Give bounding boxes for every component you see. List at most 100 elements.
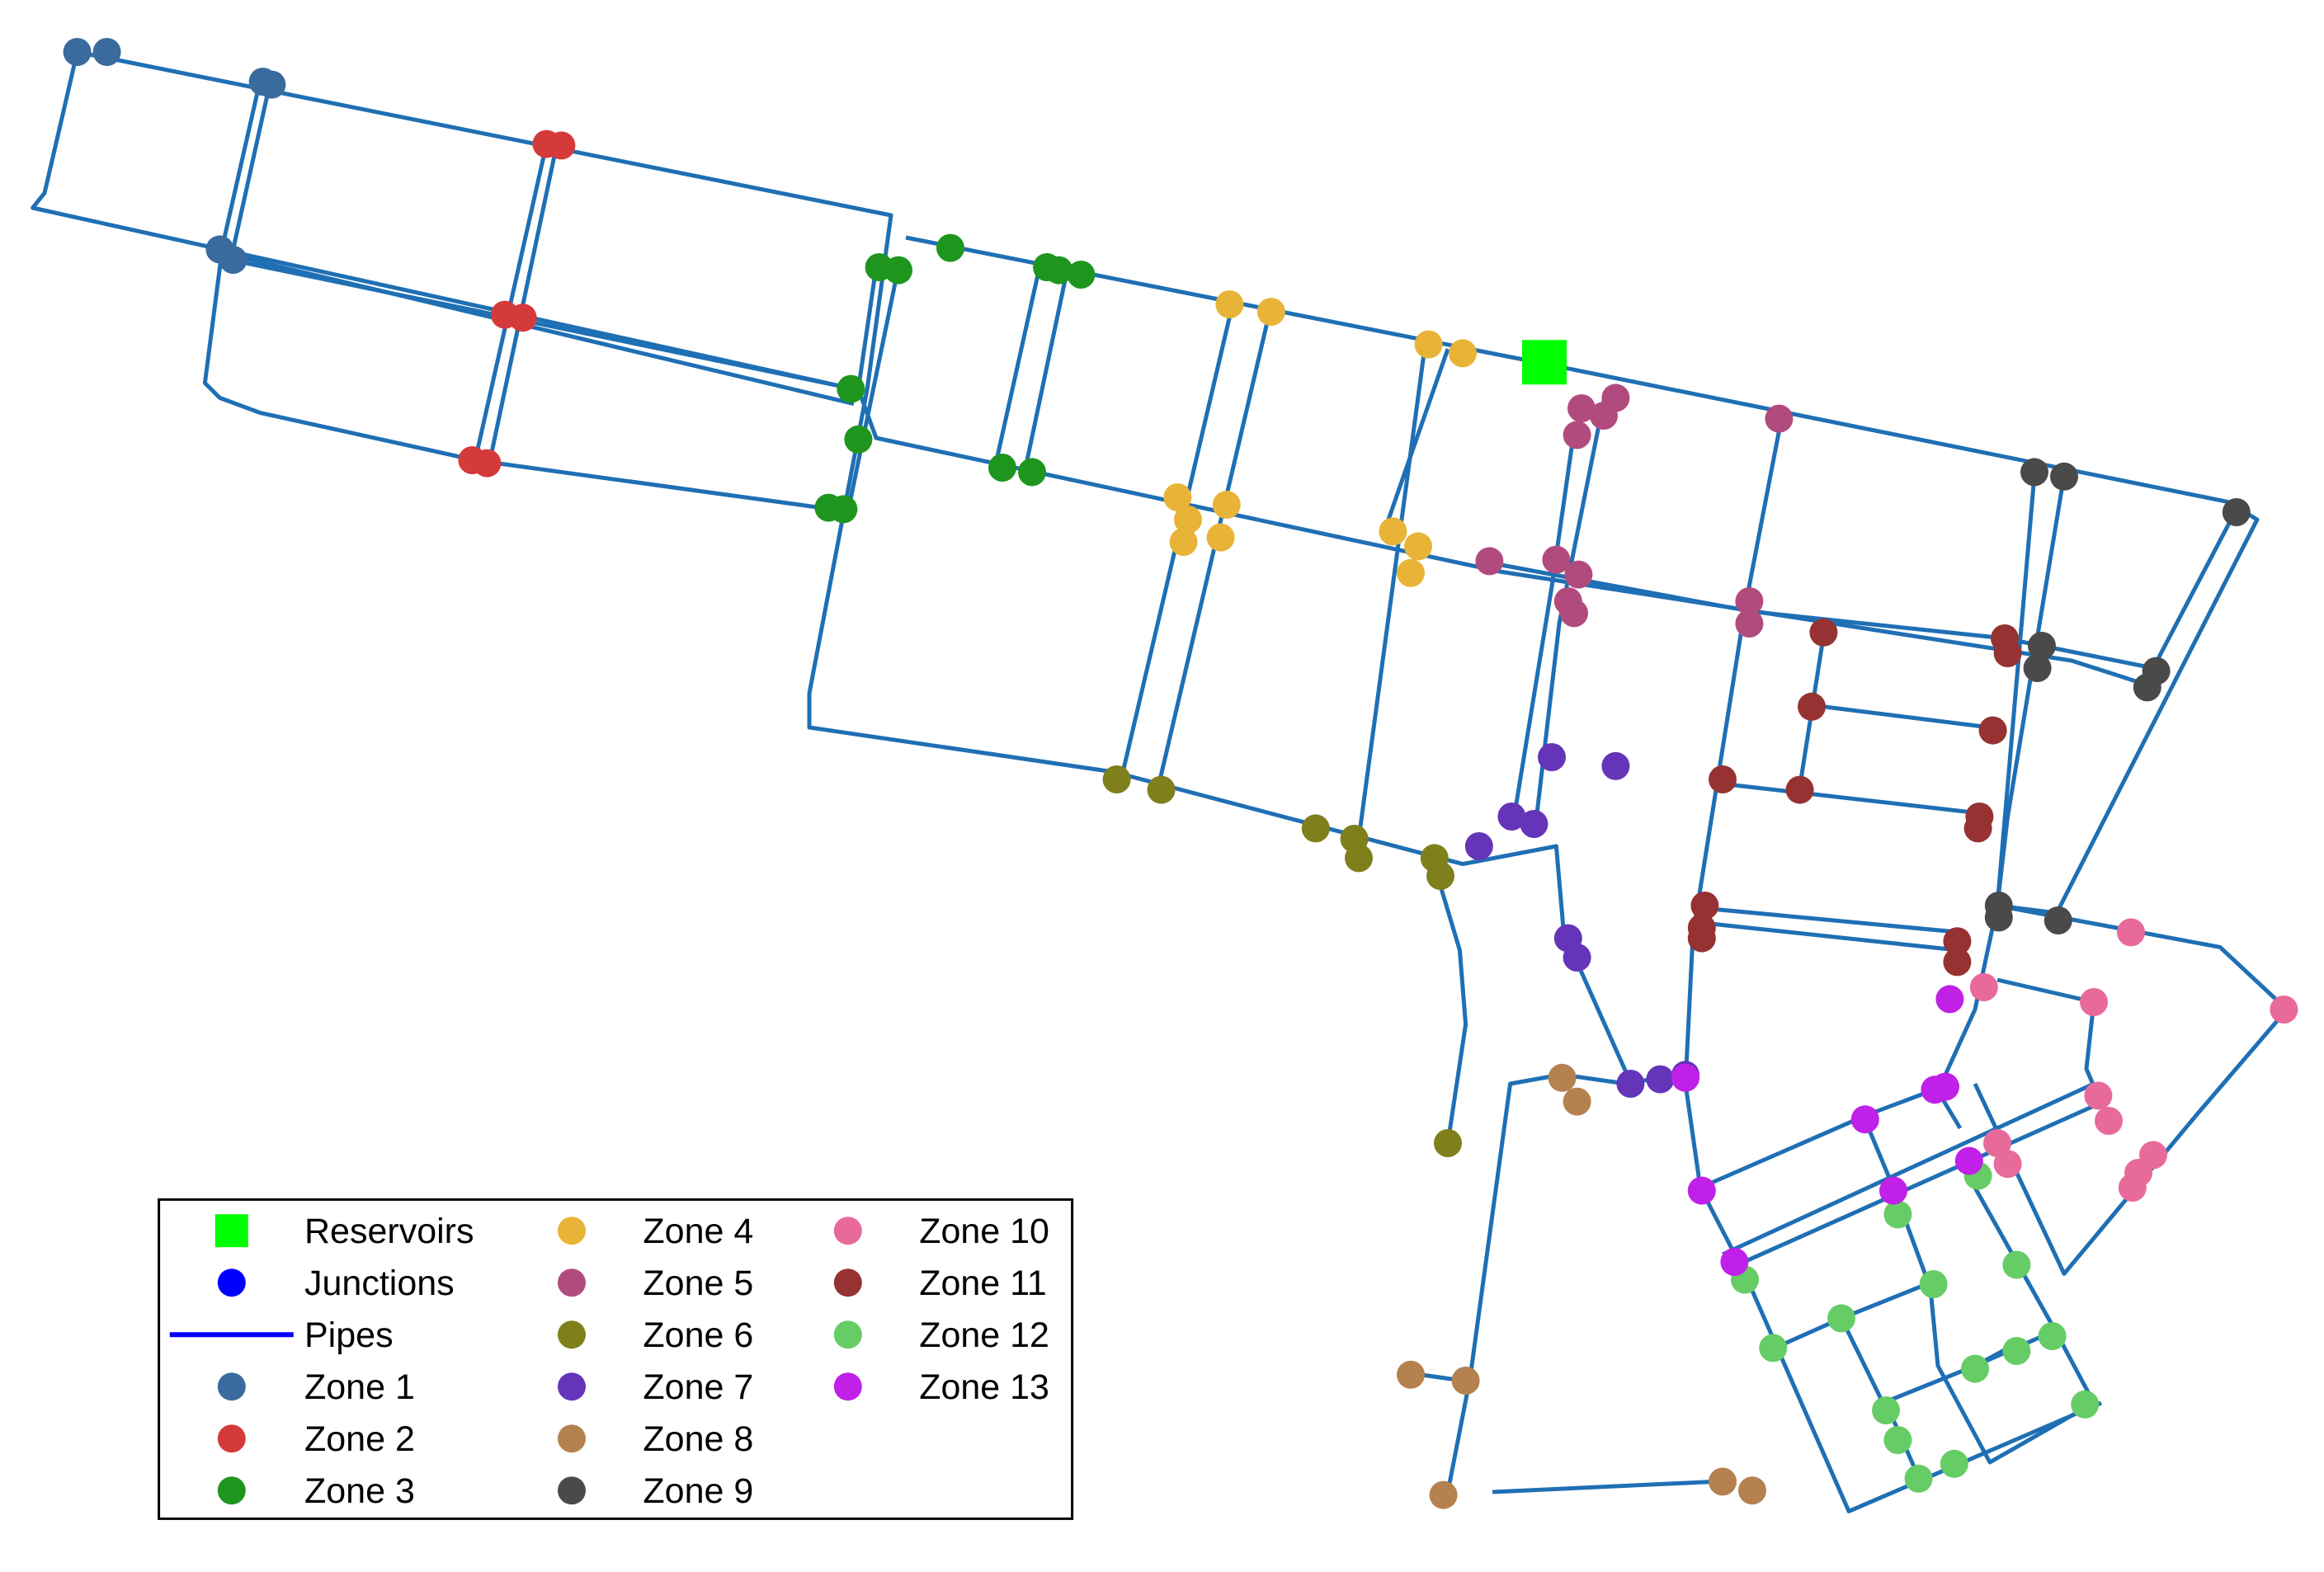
pipe-segment <box>1683 415 2102 1513</box>
zone-3-node <box>988 454 1016 482</box>
zone-13-node <box>1879 1176 1907 1205</box>
zone-13-node <box>1671 1063 1699 1092</box>
zone-5-node <box>1564 560 1593 589</box>
legend-label-zone-3: Zone 3 <box>304 1471 415 1511</box>
zone-10-node <box>2084 1081 2113 1110</box>
zone-9-node <box>1984 903 2013 932</box>
pipe-segment <box>1386 348 1450 520</box>
legend-marker-zone-3 <box>217 1476 246 1505</box>
junction-nodes <box>63 38 2298 1509</box>
pipe-segment <box>1022 274 1068 473</box>
legend-label-junctions: Junctions <box>304 1264 455 1303</box>
zone-4-node <box>1404 532 1432 561</box>
legend-marker-junctions <box>217 1268 246 1297</box>
zone-3-node <box>837 374 865 403</box>
zone-7-node <box>1497 802 1526 831</box>
zone-4-node <box>1256 298 1285 326</box>
legend-marker-zone-12 <box>833 1320 862 1349</box>
pipe-segment <box>1445 1074 1553 1493</box>
zone-12-node <box>1872 1396 1900 1424</box>
pipe-segment <box>1512 430 1577 814</box>
zone-12-node <box>1827 1304 1855 1333</box>
zone-10-node <box>2118 1174 2147 1202</box>
zone-13-node <box>1954 1146 1983 1175</box>
zone-1-node <box>63 38 92 66</box>
zone-11-node <box>1690 892 1719 920</box>
zone-5-node <box>1765 404 1794 433</box>
pipe-segment <box>488 144 559 461</box>
pipe-segment <box>1773 1278 1939 1350</box>
legend-label-zone-12: Zone 12 <box>919 1315 1049 1355</box>
legend-label-zone-7: Zone 7 <box>643 1367 753 1407</box>
zone-11-node <box>1687 924 1716 953</box>
legend-marker-zone-4 <box>558 1217 586 1245</box>
zone-6-node <box>1434 1129 1462 1157</box>
zone-10-node <box>1993 1150 2022 1179</box>
pipe-segment <box>1707 921 1958 953</box>
pipe-segment <box>1721 1081 2095 1257</box>
zone-12-node <box>1919 1270 1948 1298</box>
pipe-segment <box>77 49 1686 1085</box>
legend-label-zone-13: Zone 13 <box>919 1367 1049 1407</box>
legend-label-zone-6: Zone 6 <box>643 1315 753 1355</box>
legend-label-zone-10: Zone 10 <box>919 1212 1049 1251</box>
zone-12-node <box>2071 1390 2100 1419</box>
legend-marker-zone-1 <box>217 1372 246 1401</box>
legend-marker-zone-6 <box>558 1320 586 1349</box>
zone-12-node <box>1904 1464 1933 1493</box>
zone-11-node <box>1943 927 1972 956</box>
pipe-segment <box>1973 903 2289 1276</box>
zone-4-node <box>1449 339 1477 368</box>
zone-12-node <box>1961 1354 1989 1383</box>
legend-marker-zone-2 <box>217 1424 246 1453</box>
zone-3-node <box>936 233 964 262</box>
zone-13-node <box>1720 1248 1749 1276</box>
zone-13-node <box>1931 1072 1959 1101</box>
zone-9-node <box>2133 673 2161 702</box>
zone-5-node <box>1567 394 1596 422</box>
zone-11-node <box>1993 639 2022 667</box>
zone-10-node <box>2080 988 2108 1016</box>
zone-12-node <box>2002 1250 2031 1279</box>
pipe-segment <box>856 266 2152 688</box>
legend-label-zone-9: Zone 9 <box>643 1471 753 1511</box>
zone-3-node <box>1018 458 1046 487</box>
zone-13-node <box>1935 985 1964 1014</box>
zone-7-node <box>1520 810 1549 838</box>
legend-marker-zone-8 <box>558 1424 586 1453</box>
zone-4-node <box>1379 517 1407 546</box>
zone-10-node <box>1969 973 1998 1001</box>
zone-8-node <box>1709 1467 1737 1496</box>
zone-11-node <box>1978 716 2007 745</box>
pipe-segment <box>31 51 855 392</box>
legend-label-reservoirs: Reservoirs <box>304 1212 474 1251</box>
zone-2-node <box>473 449 502 478</box>
legend-marker-zone-5 <box>558 1268 586 1297</box>
zone-9-node <box>2050 462 2078 491</box>
zone-7-node <box>1563 944 1591 972</box>
reservoir-marker <box>1522 340 1567 385</box>
zone-4-node <box>1206 523 1235 552</box>
zone-6-node <box>1345 844 1373 873</box>
zone-7-node <box>1646 1065 1675 1094</box>
legend-label-zone-4: Zone 4 <box>643 1212 753 1251</box>
zone-12-node <box>1759 1334 1788 1363</box>
zone-11-node <box>1709 765 1737 793</box>
legend-marker-zone-11 <box>833 1268 862 1297</box>
zone-3-node <box>1044 256 1073 285</box>
zone-13-node <box>1850 1105 1879 1134</box>
zone-10-node <box>1983 1129 2011 1157</box>
zone-2-node <box>547 131 576 160</box>
zone-6-node <box>1147 775 1176 804</box>
legend-label-pipes: Pipes <box>304 1315 394 1355</box>
zone-9-node <box>2020 458 2048 487</box>
zone-10-node <box>2095 1107 2123 1135</box>
zone-4-node <box>1397 558 1425 587</box>
zone-11-node <box>1798 692 1826 721</box>
legend-label-zone-5: Zone 5 <box>643 1264 753 1303</box>
zone-9-node <box>2222 498 2251 526</box>
zone-8-node <box>1451 1367 1480 1395</box>
zone-3-node <box>1067 261 1096 289</box>
zone-5-node <box>1563 421 1591 449</box>
pipe-segment <box>1707 906 1961 934</box>
